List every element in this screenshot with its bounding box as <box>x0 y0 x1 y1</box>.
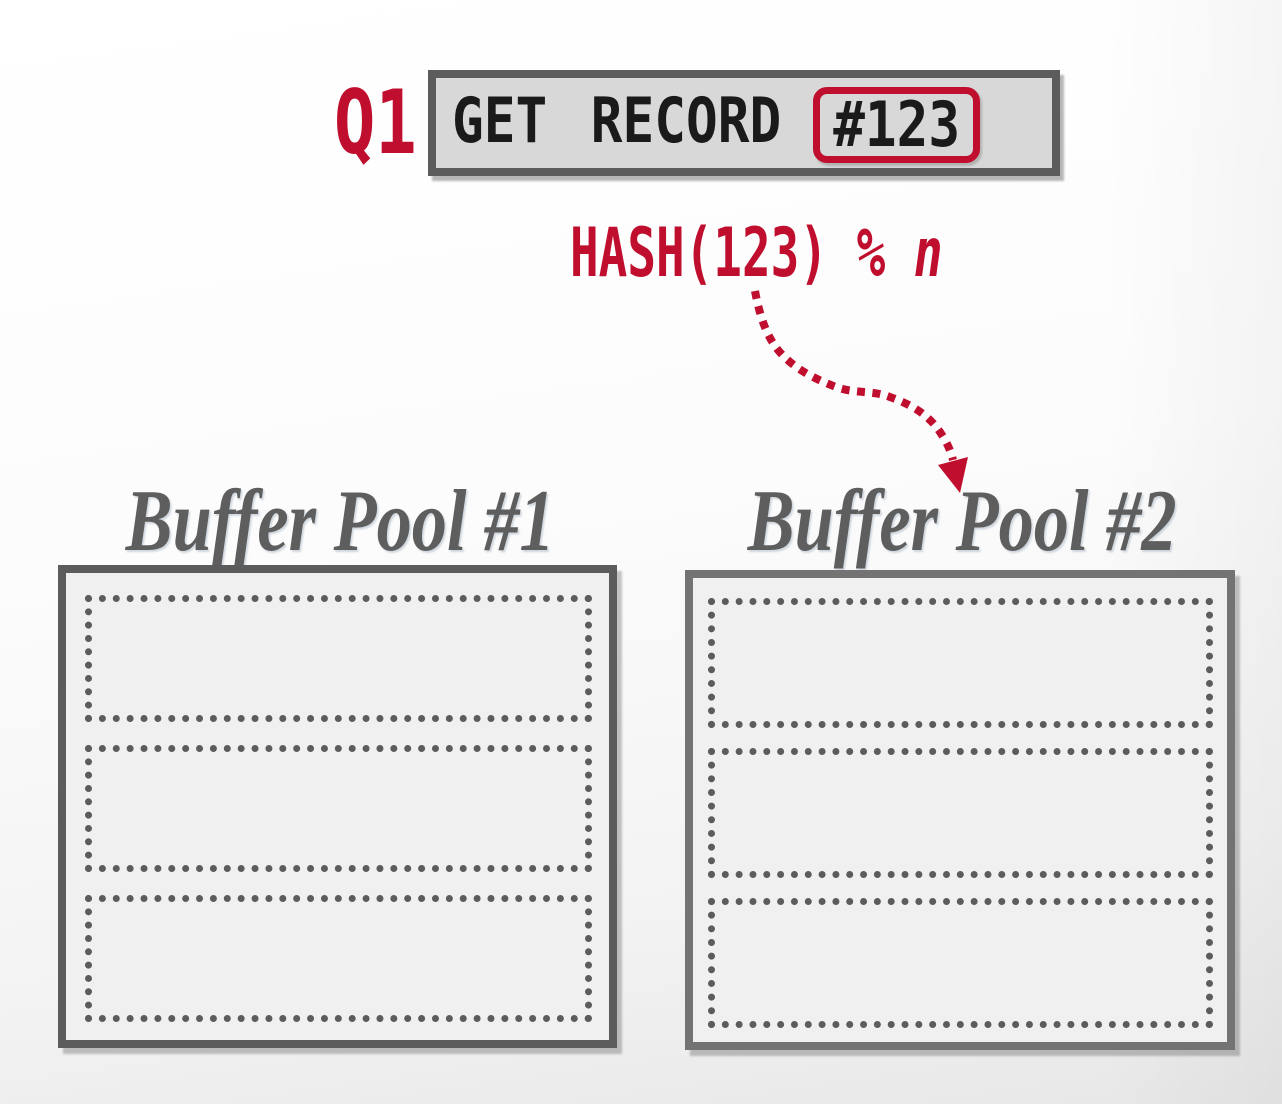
hash-expression: HASH(123) % n <box>570 220 943 288</box>
record-id-highlight-box: #123 <box>813 87 980 163</box>
query-command-text: GET RECORD <box>452 84 782 157</box>
query-label: Q1 <box>334 71 417 174</box>
page-frame-slot <box>85 745 592 872</box>
page-frame-slot <box>708 748 1213 878</box>
query-box: GET RECORD #123 <box>428 70 1060 176</box>
page-frame-slot <box>708 898 1213 1028</box>
page-frame-slot <box>85 895 592 1022</box>
page-frame-slot <box>708 598 1213 728</box>
buffer-pool-1-box <box>58 565 617 1048</box>
buffer-pool-2-title-text: Buffer Pool #2 <box>748 473 1177 570</box>
buffer-pool-1-title-text: Buffer Pool #1 <box>125 473 555 570</box>
hash-variable-n: n <box>913 214 943 293</box>
buffer-pool-2-box <box>685 570 1235 1050</box>
buffer-pool-2-title: Buffer Pool #2 <box>690 478 1235 566</box>
record-id-text: #123 <box>833 88 960 161</box>
hash-expression-text: HASH(123) % <box>570 214 914 293</box>
buffer-pool-1-title: Buffer Pool #1 <box>60 478 620 566</box>
page-frame-slot <box>85 595 592 722</box>
